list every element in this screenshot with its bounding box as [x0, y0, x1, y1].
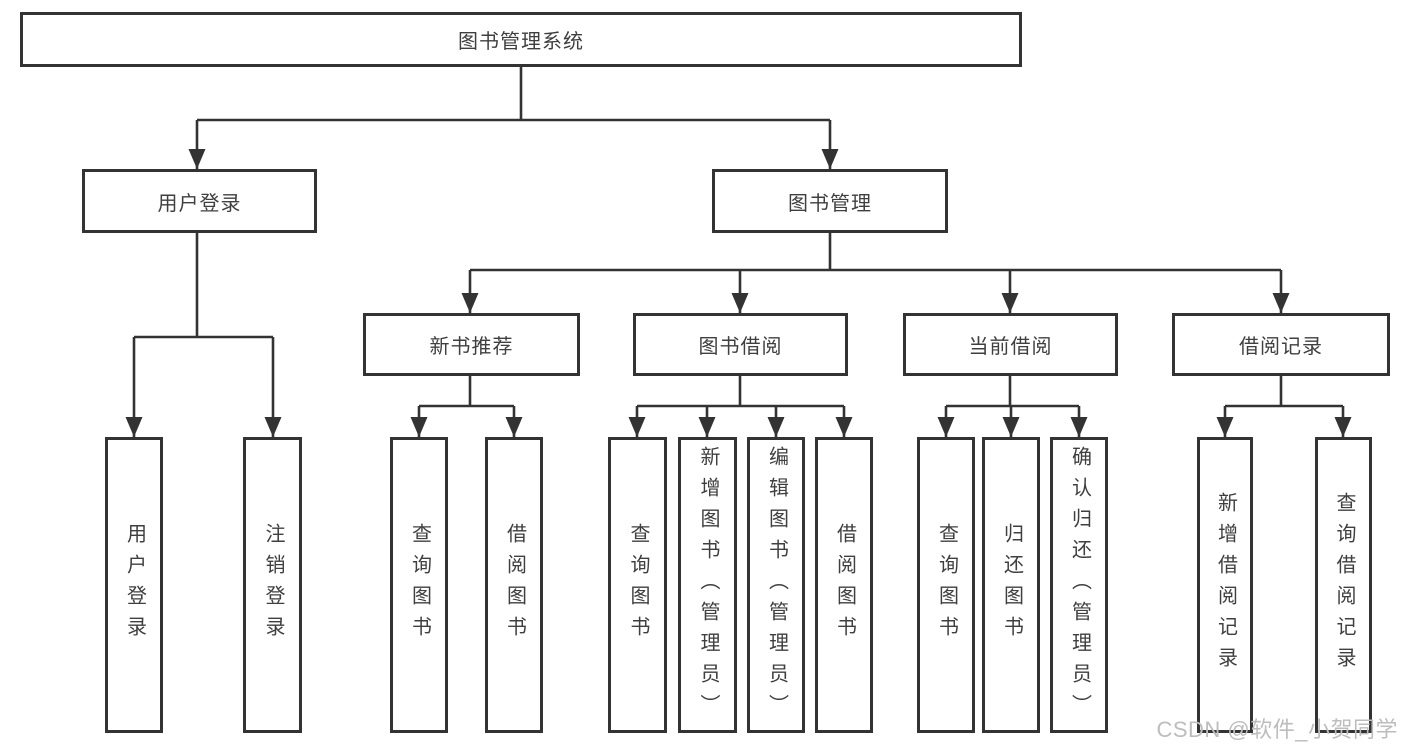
node-label: 借阅图书 [503, 523, 526, 647]
node-borrowing-records: 借阅记录 [1172, 313, 1390, 376]
watermark: CSDN @软件_小贺同学 [1156, 717, 1398, 742]
node-label: 确认归还（管理员） [1068, 445, 1091, 725]
node-book-borrowing: 图书借阅 [633, 313, 848, 376]
node-label: 注销登录 [262, 523, 284, 647]
node-label: 图书管理 [788, 192, 872, 215]
leaf-user-login: 用户登录 [105, 437, 163, 733]
node-label: 用户登录 [157, 192, 242, 215]
leaf-query-books: 查询图书 [917, 437, 975, 733]
node-label: 用户登录 [123, 523, 146, 647]
node-label: 借阅记录 [1239, 336, 1323, 358]
node-label: 归还图书 [1000, 523, 1023, 647]
node-new-book-recommendation: 新书推荐 [363, 313, 580, 376]
leaf-return-books: 归还图书 [982, 437, 1040, 733]
leaf-query-books: 查询图书 [608, 437, 667, 733]
node-label: 借阅图书 [833, 523, 856, 647]
node-label: 查询图书 [935, 523, 958, 647]
leaf-add-books-admin: 新增图书（管理员） [678, 437, 737, 733]
node-label: 新增图书（管理员） [697, 445, 719, 725]
node-book-management: 图书管理 [712, 169, 948, 233]
leaf-query-books: 查询图书 [390, 437, 448, 733]
node-user-login: 用户登录 [82, 169, 317, 233]
node-label: 图书借阅 [698, 336, 783, 358]
node-label: 新增借阅记录 [1214, 492, 1237, 678]
node-current-borrowing: 当前借阅 [903, 313, 1118, 376]
node-label: 查询借阅记录 [1333, 492, 1355, 678]
node-label: 当前借阅 [968, 336, 1053, 358]
leaf-edit-books-admin: 编辑图书（管理员） [747, 437, 805, 733]
leaf-borrow-books: 借阅图书 [485, 437, 543, 733]
leaf-logout-login: 注销登录 [243, 437, 302, 733]
node-label: 图书管理系统 [458, 31, 584, 53]
node-label: 编辑图书（管理员） [765, 445, 788, 725]
leaf-borrow-books: 借阅图书 [815, 437, 873, 733]
node-book-management-system: 图书管理系统 [20, 12, 1022, 67]
node-label: 查询图书 [627, 523, 649, 647]
leaf-add-borrow-record: 新增借阅记录 [1197, 437, 1253, 733]
leaf-query-borrow-record: 查询借阅记录 [1315, 437, 1372, 733]
node-label: 查询图书 [408, 523, 431, 647]
node-label: 新书推荐 [429, 336, 514, 358]
leaf-confirm-return-admin: 确认归还（管理员） [1050, 437, 1108, 733]
